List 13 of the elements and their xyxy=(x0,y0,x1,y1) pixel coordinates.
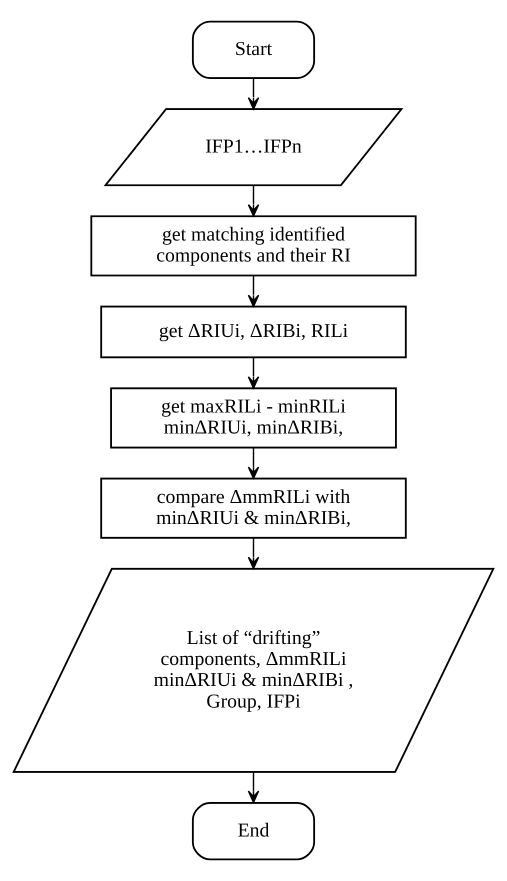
arrow xyxy=(248,538,260,570)
arrow xyxy=(248,772,260,804)
node-box: End xyxy=(192,802,316,860)
node-box: get ΔRIUi, ΔRIBi, RILi xyxy=(100,306,407,358)
arrow xyxy=(248,276,260,308)
arrow xyxy=(248,78,260,110)
node-box: get matching identified components and their RI xyxy=(90,215,417,276)
arrow xyxy=(248,448,260,480)
arrow xyxy=(248,357,260,389)
node-box: compare ΔmmRILi with minΔRIUi & minΔRIBi, xyxy=(100,478,407,539)
arrow xyxy=(248,185,260,217)
node-box: Start xyxy=(192,20,316,79)
node-box: get maxRILi - minRILi minΔRIUi, minΔRIBi, xyxy=(110,387,397,448)
